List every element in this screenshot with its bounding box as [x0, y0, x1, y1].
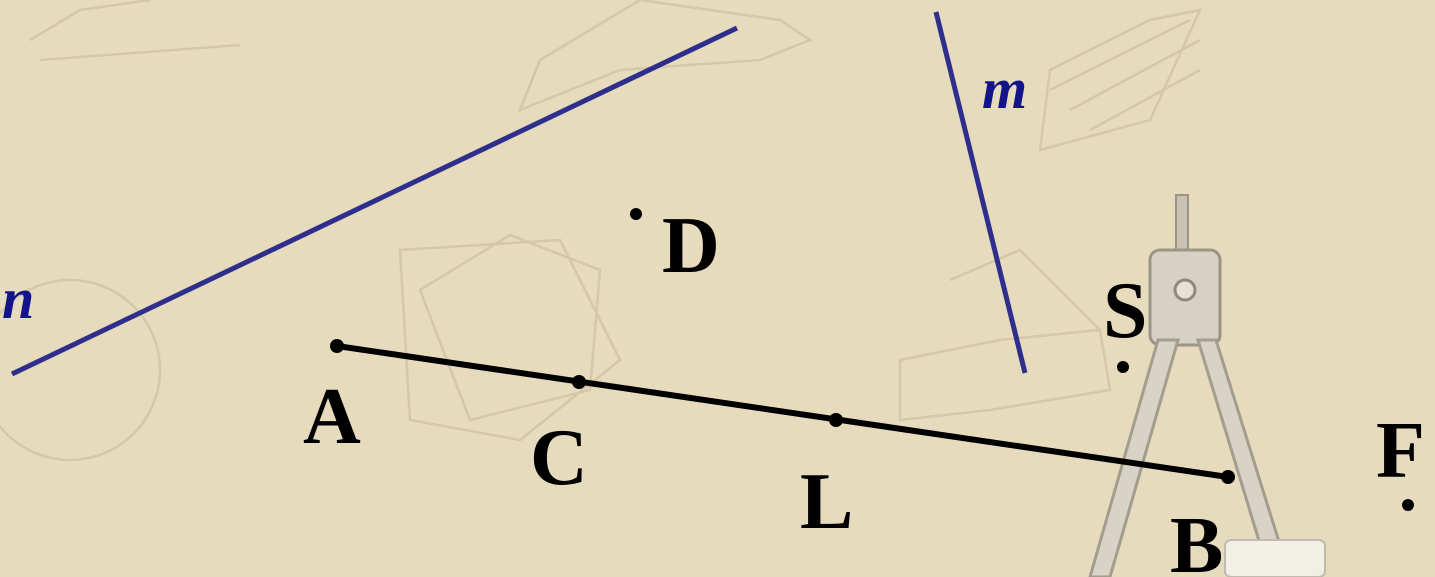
line-n-label: n [2, 266, 34, 331]
line-m-label: m [982, 56, 1027, 121]
point-a: A [303, 339, 361, 461]
drawing-compass-icon [1088, 194, 1326, 577]
point-f: F [1376, 407, 1425, 511]
point-d-label: D [662, 202, 720, 290]
point-b: B [1170, 470, 1235, 577]
point-l-label: L [800, 458, 853, 546]
point-a-label: A [303, 373, 361, 461]
point-c: C [530, 375, 588, 502]
point-s: S [1103, 267, 1148, 373]
point-f-dot [1402, 499, 1414, 511]
point-b-label: B [1170, 502, 1223, 577]
line-n: n [2, 25, 739, 377]
point-s-dot [1117, 361, 1129, 373]
point-c-dot [572, 375, 586, 389]
line-m: m [933, 11, 1028, 374]
point-a-dot [330, 339, 344, 353]
point-l-dot [829, 413, 843, 427]
point-f-label: F [1376, 407, 1425, 495]
point-c-label: C [530, 414, 588, 502]
point-b-dot [1221, 470, 1235, 484]
point-d-dot [630, 208, 642, 220]
segment-ab [336, 343, 1229, 480]
point-l: L [800, 413, 853, 546]
background-sketches [0, 0, 1203, 462]
point-d: D [630, 202, 720, 290]
point-s-label: S [1103, 267, 1148, 355]
